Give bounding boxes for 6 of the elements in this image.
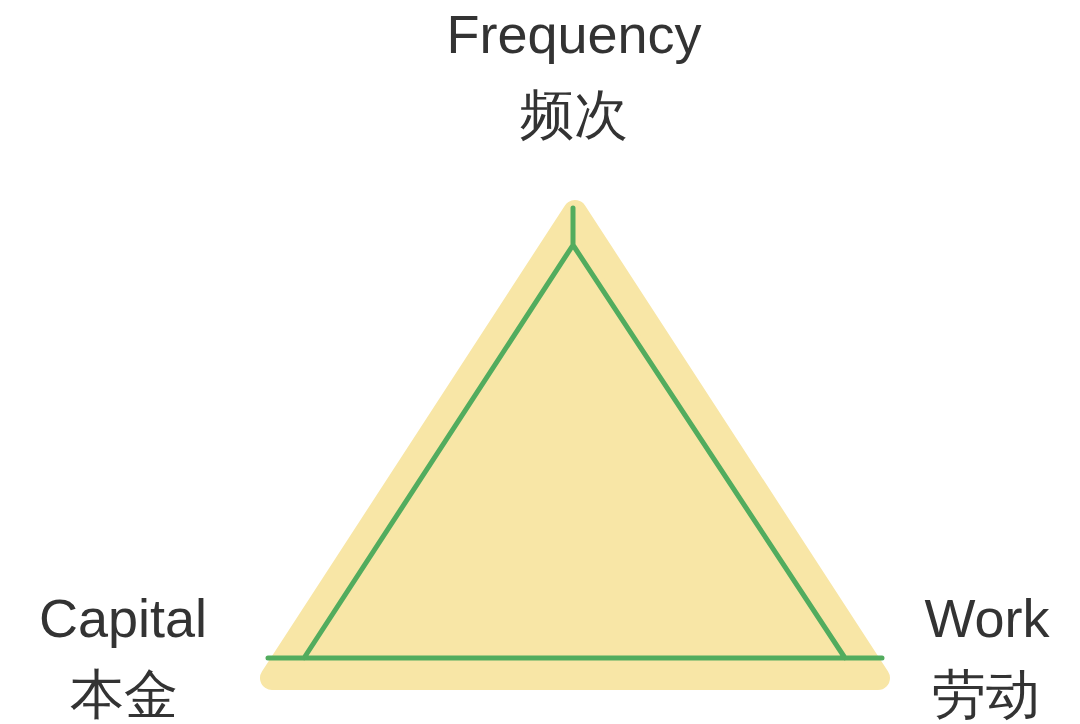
vertex-label: 劳动 (932, 667, 1040, 721)
vertex-label: Frequency (446, 3, 702, 66)
vertex-label: Work (924, 587, 1050, 650)
vertex-label: 本金 (70, 667, 178, 721)
vertex-label: Capital (38, 587, 208, 650)
vertex-label: 频次 (520, 87, 628, 141)
